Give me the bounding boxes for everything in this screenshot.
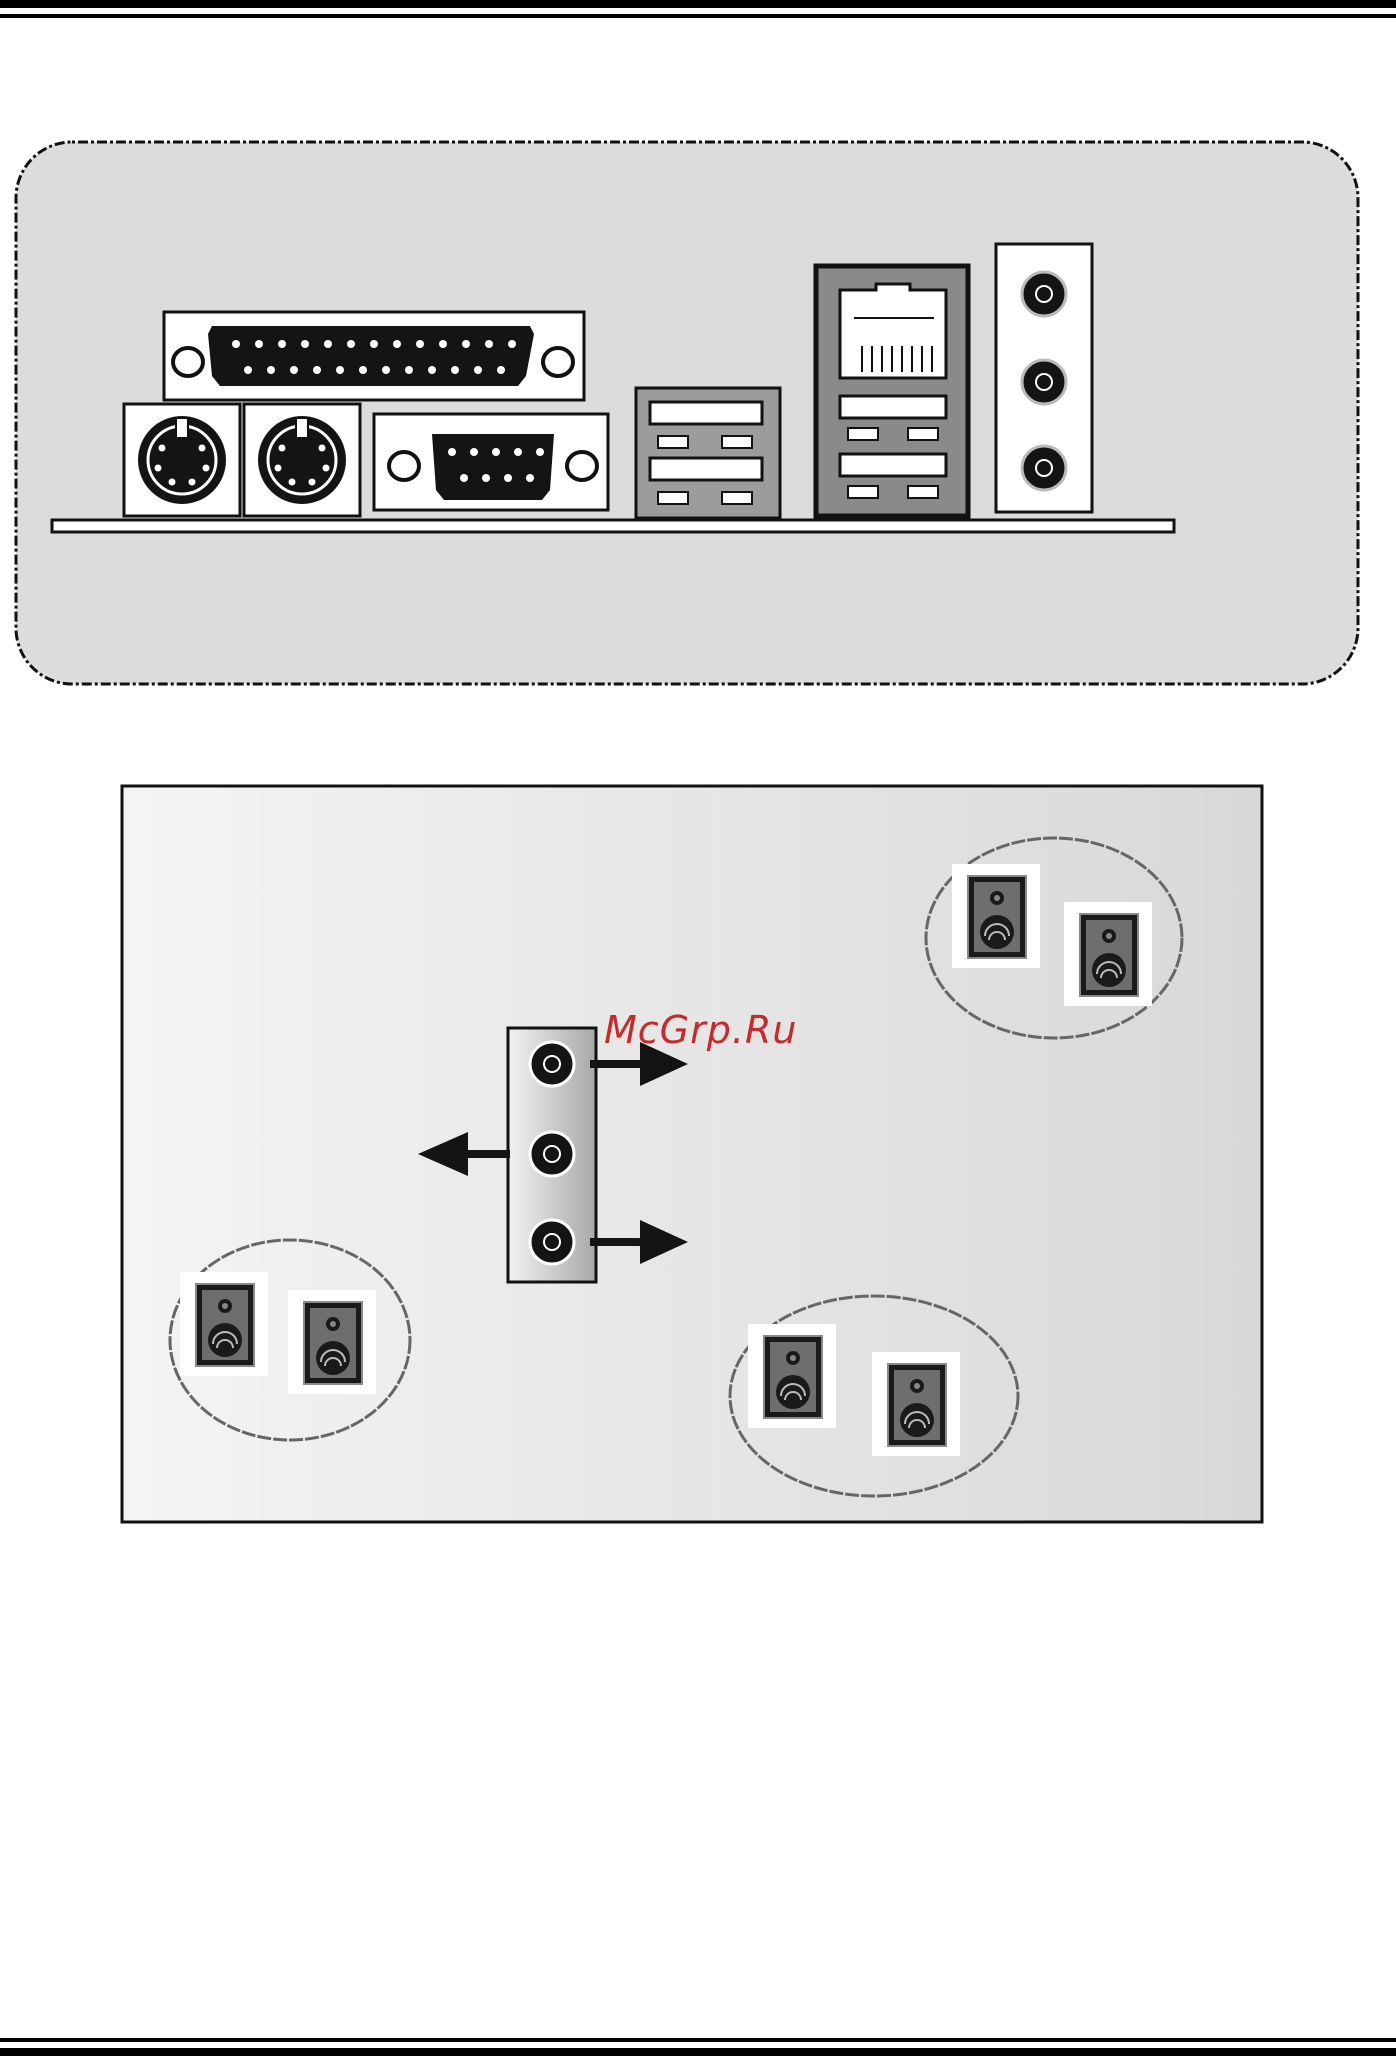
- audio-jack-plate: [508, 1028, 596, 1282]
- diagram-frame: [122, 786, 1262, 1522]
- line-in-jack: [530, 1132, 574, 1176]
- bottom-rule-thick: [0, 2048, 1396, 2056]
- parallel-pin: [244, 366, 252, 374]
- parallel-pin: [255, 340, 263, 348]
- top-rule-thick: [0, 0, 1396, 8]
- parallel-port: [164, 312, 584, 400]
- parallel-pin: [232, 340, 240, 348]
- parallel-pin: [324, 340, 332, 348]
- watermark-text: McGrp.Ru: [604, 1008, 797, 1052]
- lan-port: [816, 266, 968, 516]
- parallel-pin: [290, 366, 298, 374]
- parallel-pin: [416, 340, 424, 348]
- parallel-pin: [451, 366, 459, 374]
- rear-io-panel-illustration: [14, 140, 1360, 686]
- parallel-pin: [428, 366, 436, 374]
- parallel-pin: [278, 340, 286, 348]
- parallel-pin: [405, 366, 413, 374]
- parallel-pin: [497, 366, 505, 374]
- audio-connection-diagram: [120, 784, 1264, 1524]
- parallel-pin: [359, 366, 367, 374]
- parallel-pin: [267, 366, 275, 374]
- parallel-pin: [370, 340, 378, 348]
- io-shield-base: [52, 520, 1174, 532]
- top-rule-thin: [0, 14, 1396, 18]
- parallel-pin: [439, 340, 447, 348]
- parallel-pin: [474, 366, 482, 374]
- parallel-pin: [485, 340, 493, 348]
- parallel-pin: [313, 366, 321, 374]
- parallel-pin: [508, 340, 516, 348]
- audio-jacks: [996, 244, 1092, 512]
- parallel-pin: [336, 366, 344, 374]
- ps2-keyboard-port: [244, 404, 360, 516]
- mic-in-jack: [530, 1220, 574, 1264]
- serial-port: [374, 414, 608, 510]
- parallel-pin: [382, 366, 390, 374]
- line-out-jack: [530, 1042, 574, 1086]
- usb-ports: [636, 388, 780, 518]
- parallel-pin: [301, 340, 309, 348]
- ps2-mouse-port: [124, 404, 240, 516]
- parallel-pin: [347, 340, 355, 348]
- parallel-pin: [393, 340, 401, 348]
- bottom-rule-thin: [0, 2038, 1396, 2042]
- parallel-pin: [462, 340, 470, 348]
